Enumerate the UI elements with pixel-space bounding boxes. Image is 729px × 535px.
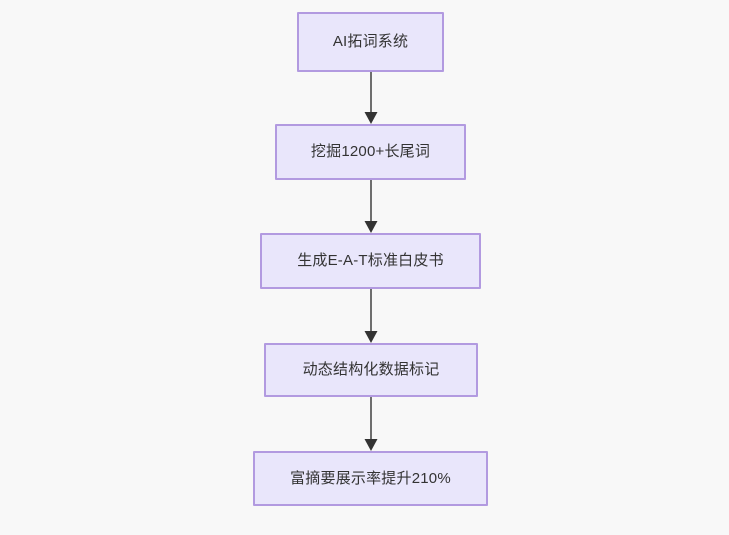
flow-node-label: 挖掘1200+长尾词 — [310, 143, 431, 160]
flow-node-label: 生成E-A-T标准白皮书 — [297, 252, 444, 269]
arrowhead-icon — [364, 331, 378, 343]
flow-node-label: AI拓词系统 — [332, 33, 409, 50]
edge-arrow-2-3 — [364, 178, 378, 233]
arrowhead-icon — [364, 221, 378, 233]
flow-node-mine-longtail-keywords[interactable]: 挖掘1200+长尾词 — [275, 124, 466, 180]
flow-node-ai-keyword-system[interactable]: AI拓词系统 — [297, 12, 444, 72]
flow-node-dynamic-structured-data-markup[interactable]: 动态结构化数据标记 — [264, 343, 478, 397]
flow-node-label: 富摘要展示率提升210% — [290, 469, 451, 487]
arrowhead-icon — [364, 439, 378, 451]
edge-arrow-1-2 — [364, 70, 378, 124]
flow-node-generate-eat-whitepaper[interactable]: 生成E-A-T标准白皮书 — [260, 233, 481, 289]
flow-node-label: 动态结构化数据标记 — [302, 361, 440, 378]
edge-arrow-3-4 — [364, 287, 378, 343]
arrowhead-icon — [364, 112, 378, 124]
edge-arrow-4-5 — [364, 395, 378, 451]
flow-node-rich-snippet-impression-lift[interactable]: 富摘要展示率提升210% — [253, 451, 488, 506]
